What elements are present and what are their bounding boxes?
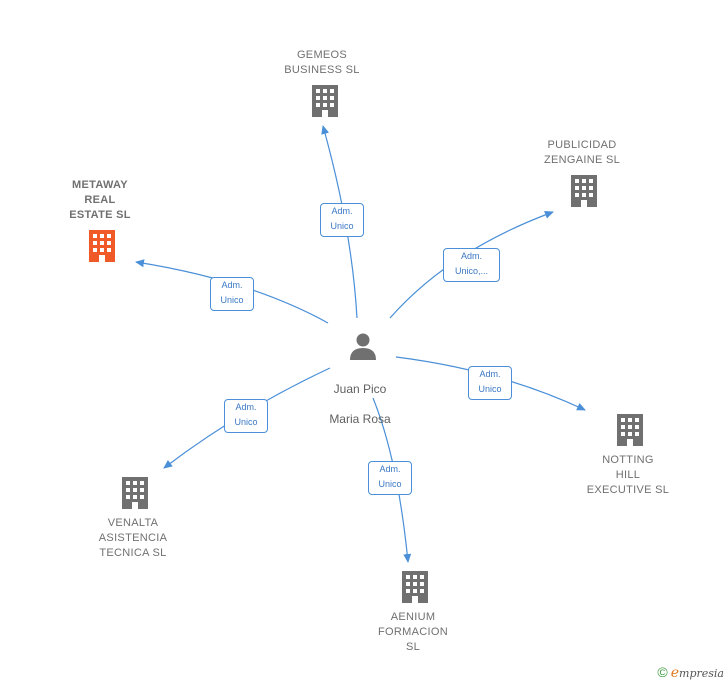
building-icon[interactable] (119, 475, 151, 511)
edge-label-line2: Unico,... (454, 266, 488, 276)
building-icon[interactable] (399, 569, 431, 605)
company-gemeos[interactable]: GEMEOS BUSINESS SL (262, 48, 382, 78)
brand-initial: e (670, 665, 680, 681)
brand-name: mpresia (679, 667, 724, 680)
person-name-line2: Maria Rosa (329, 412, 391, 426)
company-publicidad[interactable]: PUBLICIDAD ZENGAINE SL (522, 138, 642, 168)
company-label: AENIUM FORMACION SL (378, 611, 448, 653)
company-label: METAWAY REAL ESTATE SL (69, 179, 131, 221)
edge-label-line2: Unico (234, 417, 258, 427)
copyright-icon: © (657, 664, 668, 680)
edge-label-gemeos: Adm. Unico (320, 203, 364, 237)
edge-label-notting: Adm. Unico (468, 366, 512, 400)
edge-label-line2: Unico (378, 479, 402, 489)
edge-label-line1: Adm. (235, 402, 257, 412)
edge-label-line2: Unico (478, 384, 502, 394)
edge-label-metaway: Adm. Unico (210, 277, 254, 311)
edge-label-line1: Adm. (479, 369, 501, 379)
company-venalta[interactable]: VENALTA ASISTENCIA TECNICA SL (73, 516, 193, 561)
building-icon[interactable] (309, 83, 341, 119)
building-icon[interactable] (614, 412, 646, 448)
company-label: PUBLICIDAD ZENGAINE SL (543, 139, 621, 166)
edge-label-aenium: Adm. Unico (368, 461, 412, 495)
edge-label-line2: Unico (220, 295, 244, 305)
edge-label-publicidad: Adm. Unico,... (443, 248, 500, 282)
person-name-line1: Juan Pico (333, 382, 387, 396)
building-icon[interactable] (568, 173, 600, 209)
company-label: VENALTA ASISTENCIA TECNICA SL (98, 517, 168, 559)
edge-label-line1: Adm. (460, 251, 482, 261)
building-icon[interactable] (86, 228, 118, 264)
edge-label-line1: Adm. (379, 464, 401, 474)
edge-label-line1: Adm. (221, 280, 243, 290)
company-label: GEMEOS BUSINESS SL (284, 49, 360, 76)
company-label: NOTTING HILL EXECUTIVE SL (586, 454, 670, 496)
person-icon[interactable] (349, 332, 377, 360)
company-aenium[interactable]: AENIUM FORMACION SL (353, 610, 473, 655)
person-name[interactable]: Juan Pico Maria Rosa (310, 367, 410, 442)
edge-label-line2: Unico (330, 221, 354, 231)
edge-label-line1: Adm. (331, 206, 353, 216)
edge-label-venalta: Adm. Unico (224, 399, 268, 433)
brand-watermark: ©empresia (657, 664, 724, 681)
company-notting[interactable]: NOTTING HILL EXECUTIVE SL (568, 453, 688, 498)
company-metaway[interactable]: METAWAY REAL ESTATE SL (40, 178, 160, 223)
